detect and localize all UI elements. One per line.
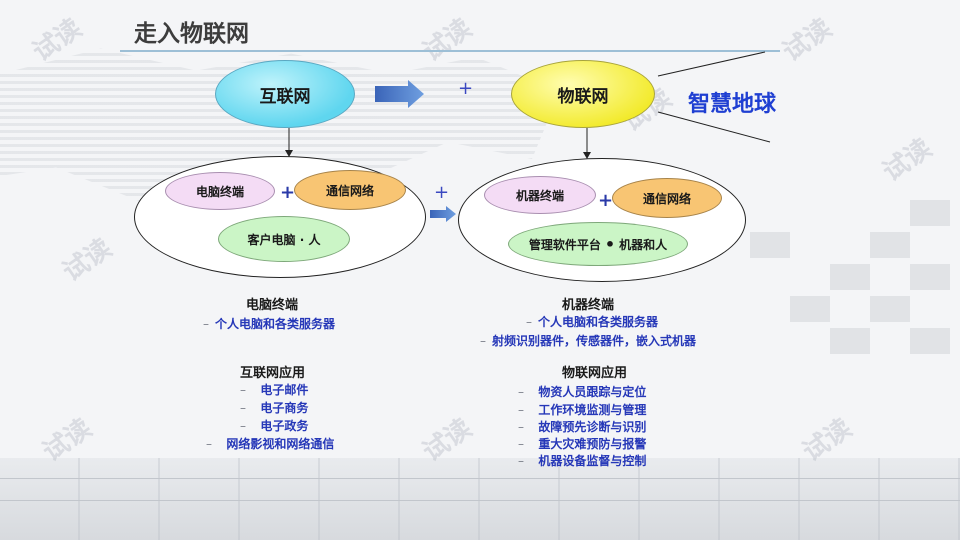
title-underline [120, 50, 780, 52]
right-terminal-heading: 机器终端 [562, 298, 615, 313]
machine-terminal-node: 机器终端 [484, 176, 596, 214]
internet-node: 互联网 [215, 60, 355, 128]
deco-square [910, 328, 950, 354]
floor-line [0, 478, 960, 479]
left-app-item: – 电子邮件 [240, 383, 309, 397]
client-pc-person-node: 客户电脑 · 人 [218, 216, 350, 262]
left-apps-heading: 互联网应用 [240, 366, 306, 381]
plus-sign: + [598, 190, 614, 211]
deco-square [830, 264, 870, 290]
right-terminal-item: –个人电脑和各类服务器 [526, 315, 659, 329]
left-app-item: – 网络影视和网络通信 [206, 437, 335, 451]
left-terminal-heading: 电脑终端 [246, 298, 299, 313]
comm-network-left-node: 通信网络 [294, 170, 406, 210]
plus-sign: + [434, 182, 450, 203]
floor-line [0, 500, 960, 501]
right-apps-heading: 物联网应用 [562, 366, 628, 381]
right-app-item: – 工作环境监测与管理 [518, 403, 647, 417]
left-app-item: – 电子政务 [240, 419, 309, 433]
page-title: 走入物联网 [134, 21, 249, 47]
iot-node: 物联网 [511, 60, 655, 128]
arrow-right-icon [375, 80, 424, 108]
pc-terminal-node: 电脑终端 [165, 172, 275, 210]
right-app-item: – 故障预先诊断与识别 [518, 420, 647, 434]
floor-grid [0, 458, 960, 540]
floor-background [0, 458, 960, 540]
deco-square [830, 328, 870, 354]
plus-sign: + [280, 182, 296, 203]
deco-square [870, 232, 910, 258]
mgmt-platform-node: 管理软件平台 • 机器和人 [508, 222, 688, 266]
arrow-right-icon [430, 206, 456, 222]
deco-square [910, 264, 950, 290]
plus-sign: + [458, 78, 474, 99]
bullet-icon: • [604, 234, 616, 254]
smart-earth-label: 智慧地球 [688, 92, 777, 117]
mgmt-platform-label: 管理软件平台 [528, 237, 601, 252]
deco-square [750, 232, 790, 258]
machine-people-label: 机器和人 [619, 237, 668, 252]
right-app-item: – 物资人员跟踪与定位 [518, 385, 647, 399]
comm-network-right-node: 通信网络 [612, 178, 722, 218]
deco-square [870, 296, 910, 322]
right-terminal-item: –射频识别器件，传感器件，嵌入式机器 [480, 334, 697, 348]
deco-square [790, 296, 830, 322]
left-app-item: – 电子商务 [240, 401, 309, 415]
dash-icon: – [203, 317, 209, 331]
right-app-item: – 机器设备监督与控制 [518, 454, 647, 468]
deco-square [910, 200, 950, 226]
right-app-item: – 重大灾难预防与报警 [518, 437, 647, 451]
left-terminal-item: –个人电脑和各类服务器 [203, 317, 336, 331]
